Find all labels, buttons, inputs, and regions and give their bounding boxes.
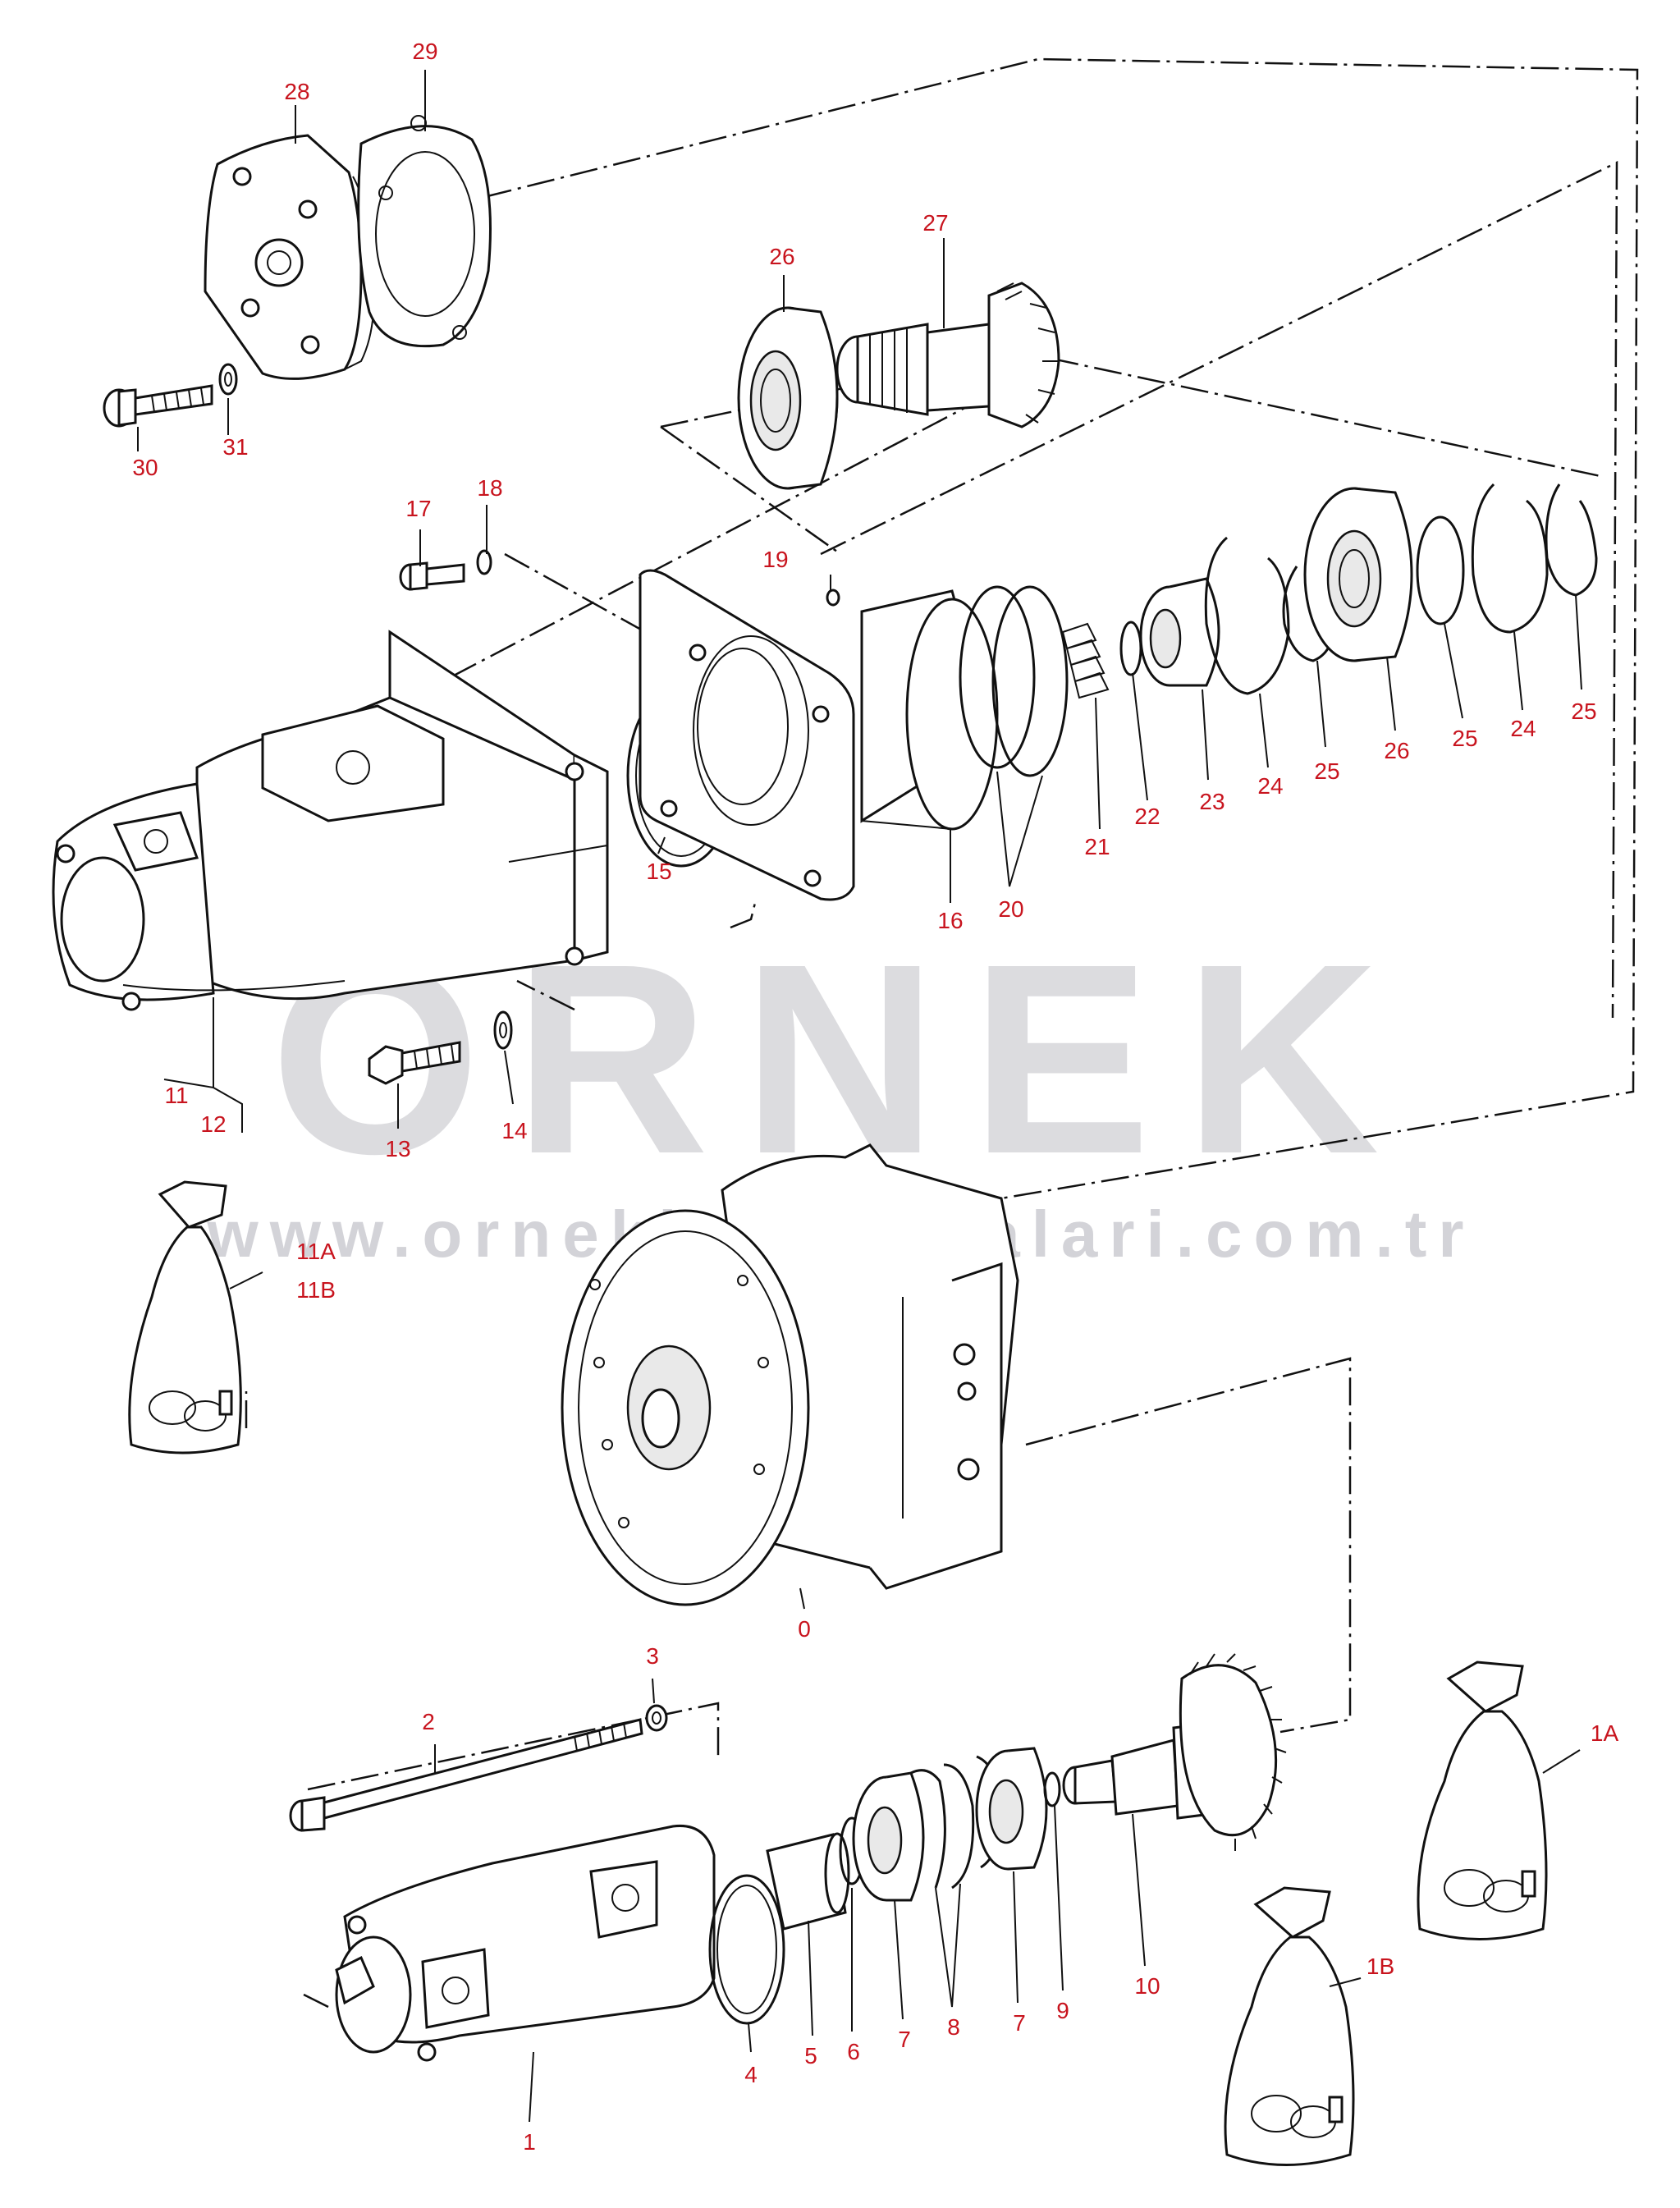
callout-25-mid: 25 xyxy=(1452,726,1478,751)
bolt-13 xyxy=(368,1041,461,1085)
gasket-29 xyxy=(357,115,492,348)
callout-27: 27 xyxy=(922,210,949,236)
callout-3: 3 xyxy=(646,1643,659,1669)
shaft-gear-27 xyxy=(835,282,1060,428)
callout-1b: 1B xyxy=(1366,1954,1395,1979)
sleeve-16 xyxy=(860,589,999,831)
callout-24-left: 24 xyxy=(1257,773,1284,799)
rings-20 xyxy=(959,585,1069,777)
washer-3 xyxy=(645,1704,668,1732)
bearing-26-right xyxy=(1303,487,1413,662)
callout-7-right: 7 xyxy=(1013,2010,1026,2036)
circlip-25-mid xyxy=(1416,515,1465,625)
circlip-24-left xyxy=(1204,536,1290,695)
washer-14 xyxy=(493,1010,513,1050)
parts-bag-1b xyxy=(1224,1886,1355,2166)
callout-8: 8 xyxy=(947,2014,960,2040)
washer-18 xyxy=(476,549,492,575)
callout-17: 17 xyxy=(405,496,432,521)
gear-shaft-10 xyxy=(1062,1653,1287,1851)
callout-23: 23 xyxy=(1199,789,1225,814)
callout-14: 14 xyxy=(501,1118,528,1143)
cover-plate-28 xyxy=(204,134,375,380)
circlip-24-right xyxy=(1471,483,1549,634)
washer-31 xyxy=(218,363,238,396)
callout-10: 10 xyxy=(1134,1973,1160,1999)
ring-9 xyxy=(1043,1771,1061,1807)
pump-1 xyxy=(335,1824,716,2062)
screw-17 xyxy=(399,561,465,591)
sleeve-5 xyxy=(766,1832,850,1931)
callout-28: 28 xyxy=(284,79,310,104)
callout-25-left: 25 xyxy=(1314,758,1340,784)
callout-20: 20 xyxy=(998,896,1024,922)
callout-12: 12 xyxy=(200,1111,227,1137)
parts-bag-11a xyxy=(128,1180,242,1454)
callout-15: 15 xyxy=(646,859,672,884)
callout-18: 18 xyxy=(477,475,503,501)
callout-1: 1 xyxy=(523,2129,536,2155)
callout-16: 16 xyxy=(937,908,964,933)
callout-26-top: 26 xyxy=(769,244,795,269)
flange-housing xyxy=(639,569,855,901)
circlip-25-right xyxy=(1545,483,1598,597)
callout-21: 21 xyxy=(1084,834,1110,859)
callout-24-right: 24 xyxy=(1510,716,1536,741)
callout-7-left: 7 xyxy=(898,2027,911,2052)
callout-31: 31 xyxy=(222,434,249,460)
assembly-boundary-lines xyxy=(176,57,1639,2009)
callout-1a: 1A xyxy=(1590,1720,1619,1746)
bearing-7-left xyxy=(852,1771,925,1902)
callout-9: 9 xyxy=(1056,1998,1069,2023)
main-housing-0 xyxy=(561,1143,1019,1606)
callout-0: 0 xyxy=(798,1616,811,1642)
bearing-7-right xyxy=(975,1747,1048,1871)
callout-5: 5 xyxy=(804,2043,817,2068)
callout-11a: 11A xyxy=(296,1239,336,1264)
callout-30: 30 xyxy=(132,455,158,480)
seal-ring-4 xyxy=(708,1874,785,2025)
tie-bolt-2 xyxy=(289,1718,643,1832)
leader-lines xyxy=(137,70,1582,2123)
callout-2: 2 xyxy=(422,1709,435,1734)
bearing-26-top xyxy=(737,306,839,490)
callout-22: 22 xyxy=(1134,804,1160,829)
callout-25-right: 25 xyxy=(1571,699,1597,724)
ring-22 xyxy=(1119,621,1142,676)
callout-4: 4 xyxy=(744,2062,758,2087)
callout-6: 6 xyxy=(847,2039,860,2064)
callout-11: 11 xyxy=(164,1083,189,1108)
parts-bag-1a xyxy=(1417,1661,1548,1940)
callout-19: 19 xyxy=(762,547,789,572)
pin-19 xyxy=(826,589,840,607)
pump-body-11 xyxy=(52,630,609,1011)
screw-30 xyxy=(103,384,213,428)
callout-13: 13 xyxy=(385,1136,411,1161)
spring-21 xyxy=(1061,622,1110,699)
callout-29: 29 xyxy=(412,39,438,64)
callout-11b: 11B xyxy=(296,1277,336,1303)
callout-26-right: 26 xyxy=(1384,738,1410,763)
